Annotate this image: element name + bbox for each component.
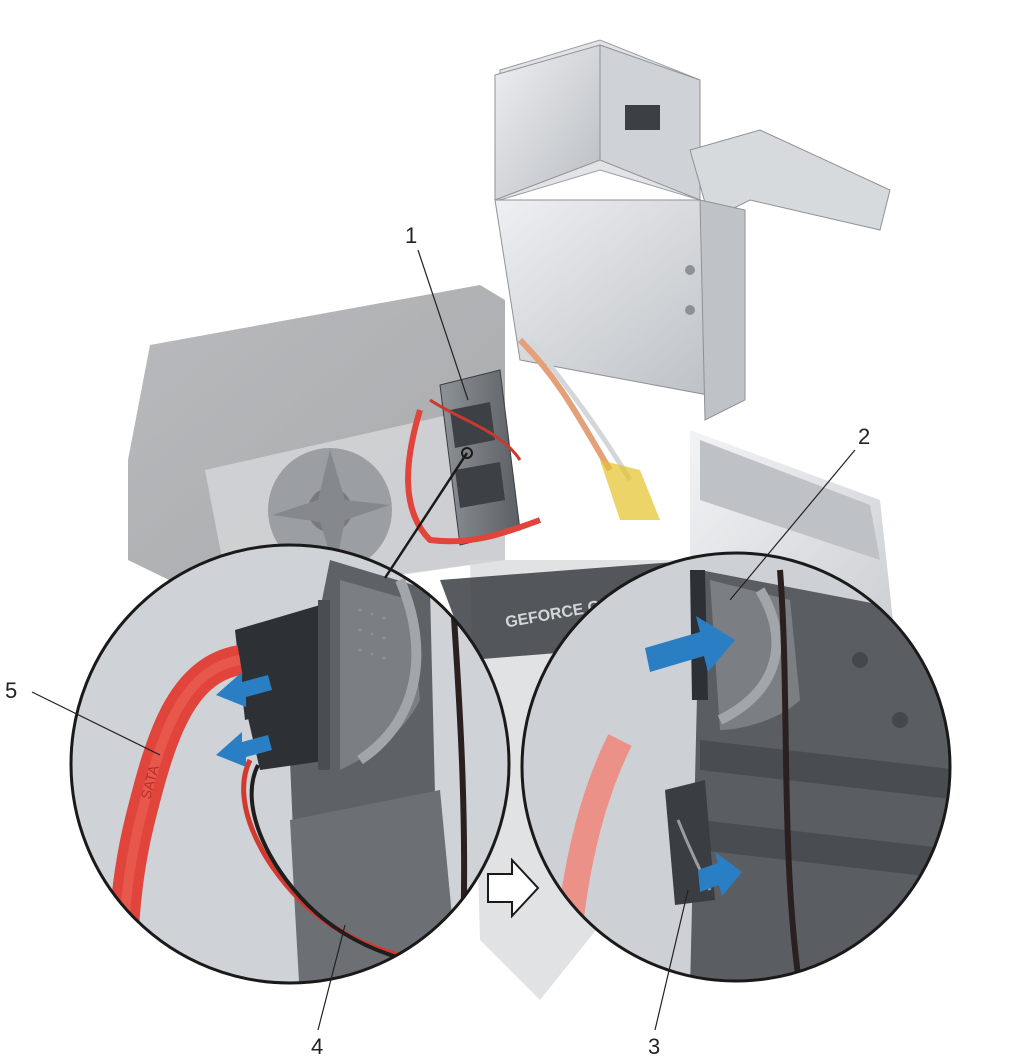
callout-3: 3	[648, 1034, 660, 1059]
tab-arrow-icon	[698, 852, 742, 896]
callout-5: 5	[5, 678, 17, 703]
callout-3-line	[654, 889, 689, 1031]
callout-2: 2	[858, 424, 870, 449]
callout-4-line	[317, 924, 346, 1031]
case-fan	[268, 448, 392, 572]
zoom-leader	[383, 447, 473, 579]
transition-arrow-icon	[487, 857, 540, 919]
callout-4: 4	[311, 1034, 323, 1059]
inset-left: SATA	[69, 543, 511, 985]
callout-1-line	[417, 249, 469, 401]
callout-5-line	[31, 691, 161, 756]
drive-bay-assembly	[405, 337, 660, 546]
directional-arrow-icon	[216, 672, 272, 767]
callout-2-line	[729, 449, 856, 601]
callouts	[31, 249, 856, 1031]
inset-right	[520, 551, 952, 983]
callout-1: 1	[405, 223, 417, 248]
power-supply	[494, 39, 891, 421]
bracket-texture	[358, 608, 386, 660]
push-arrow-icon	[645, 616, 735, 672]
